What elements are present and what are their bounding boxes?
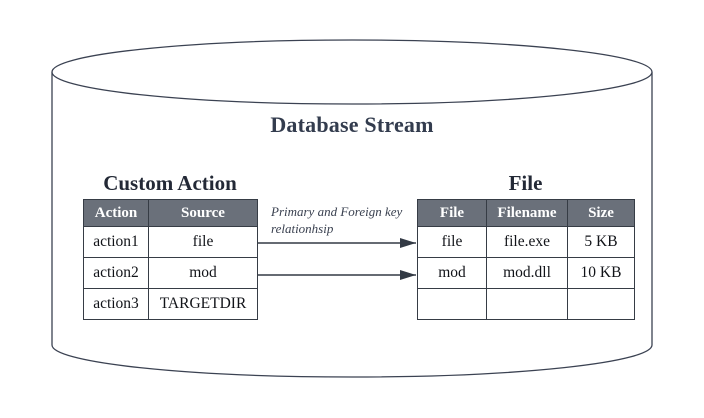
table-row: mod mod.dll 10 KB: [417, 257, 635, 289]
file-table: File Filename Size file file.exe 5 KB mo…: [417, 199, 635, 320]
cell-action1-source: file: [148, 226, 258, 258]
file-table-title: File: [508, 171, 543, 195]
annotation-line2: relationhsip: [271, 221, 334, 236]
cell-file-filename: file.exe: [486, 226, 568, 258]
cell-action3: action3: [83, 288, 149, 320]
cell-mod-filename: mod.dll: [486, 257, 568, 289]
table-row: [417, 288, 635, 320]
custom-action-header-source: Source: [148, 199, 258, 227]
cell-mod-size: 10 KB: [567, 257, 635, 289]
cylinder-top-ellipse: [51, 39, 653, 105]
file-header-size: Size: [567, 199, 635, 227]
cell-empty-1: [417, 288, 487, 320]
table-row: action1 file: [83, 226, 258, 258]
cell-empty-3: [567, 288, 635, 320]
database-stream-title: Database Stream: [270, 112, 434, 137]
custom-action-table: Action Source action1 file action2 mod a…: [83, 199, 258, 320]
cell-action2-source: mod: [148, 257, 258, 289]
table-row: action3 TARGETDIR: [83, 288, 258, 320]
cell-action2: action2: [83, 257, 149, 289]
cell-file: file: [417, 226, 487, 258]
cell-empty-2: [486, 288, 568, 320]
custom-action-table-title: Custom Action: [103, 171, 237, 195]
table-row: file file.exe 5 KB: [417, 226, 635, 258]
annotation-line1: Primary and Foreign key: [271, 204, 403, 219]
cell-action1: action1: [83, 226, 149, 258]
cell-file-size: 5 KB: [567, 226, 635, 258]
file-header-file: File: [417, 199, 487, 227]
cylinder-body-shape: [51, 72, 653, 378]
cell-mod: mod: [417, 257, 487, 289]
custom-action-header-row: Action Source: [83, 199, 258, 227]
custom-action-header-action: Action: [83, 199, 149, 227]
cell-action3-source: TARGETDIR: [148, 288, 258, 320]
file-header-row: File Filename Size: [417, 199, 635, 227]
file-header-filename: Filename: [486, 199, 568, 227]
table-row: action2 mod: [83, 257, 258, 289]
relationship-annotation: Primary and Foreign key relationhsip: [271, 203, 421, 237]
